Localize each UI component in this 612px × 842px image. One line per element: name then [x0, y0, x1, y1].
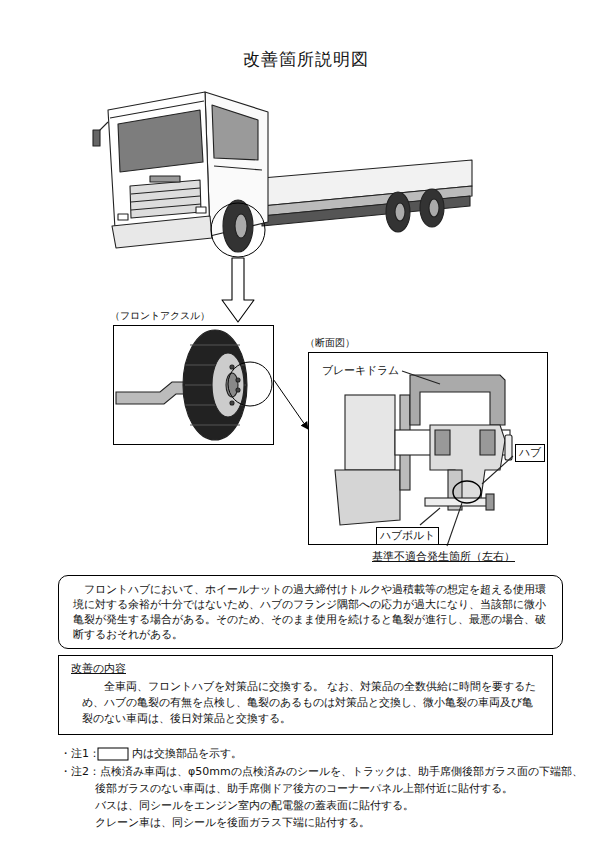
- axle-view-frame: （フロントアクスル）: [113, 325, 274, 445]
- note-text: ・注2：点検済み車両は、φ50mmの点検済みのシールを、トラックは、助手席側後部…: [60, 765, 583, 779]
- note-text: 後部ガラスのない車両は、助手席側ドア後方のコーナーパネル上部付近に貼付する。: [95, 782, 513, 796]
- part-name: ハブ: [519, 446, 541, 460]
- note-text: バスは、同シールをエンジン室内の配電盤の蓋表面に貼付する。: [95, 799, 414, 813]
- view-heading: （断面図）: [305, 336, 543, 350]
- note-marker: ・注1：: [60, 747, 100, 761]
- section-heading: 改善の内容: [71, 661, 540, 677]
- wheel-picture: [116, 330, 272, 440]
- section-view-frame: （断面図）ハブハブボルト: [308, 352, 548, 545]
- page-title: 改善箇所説明図: [0, 48, 612, 71]
- part-name: ハブボルト: [380, 529, 435, 543]
- improvement-box: 改善の内容全車両、フロントハブを対策品に交換する。 なお、対策品の全数供給に時間…: [58, 655, 553, 735]
- defect-location-label: 基準不適合発生箇所（左右）: [372, 550, 515, 564]
- body-text: 全車両、フロントハブを対策品に交換する。 なお、対策品の全数供給に時間を要するた…: [71, 679, 540, 727]
- description-box: フロントハブにおいて、ホイールナットの過大締付けトルクや過積載等の想定を超える使…: [58, 575, 563, 649]
- part-name: ブレーキドラム: [322, 364, 399, 378]
- body-text: フロントハブにおいて、ホイールナットの過大締付けトルクや過積載等の想定を超える使…: [73, 582, 548, 642]
- replacement-part-symbol: [98, 748, 128, 760]
- hub-section-picture: [335, 371, 513, 546]
- part-tag: ハブ: [515, 444, 545, 462]
- truck-picture: [93, 92, 472, 322]
- note-text: 内は交換部品を示す。: [132, 747, 242, 761]
- note-text: クレーン車は、同シールを後面ガラス下端に貼付する。: [95, 816, 370, 830]
- part-tag: ハブボルト: [376, 527, 439, 545]
- view-heading: （フロントアクスル）: [110, 309, 269, 323]
- leader-arrow: [274, 380, 308, 429]
